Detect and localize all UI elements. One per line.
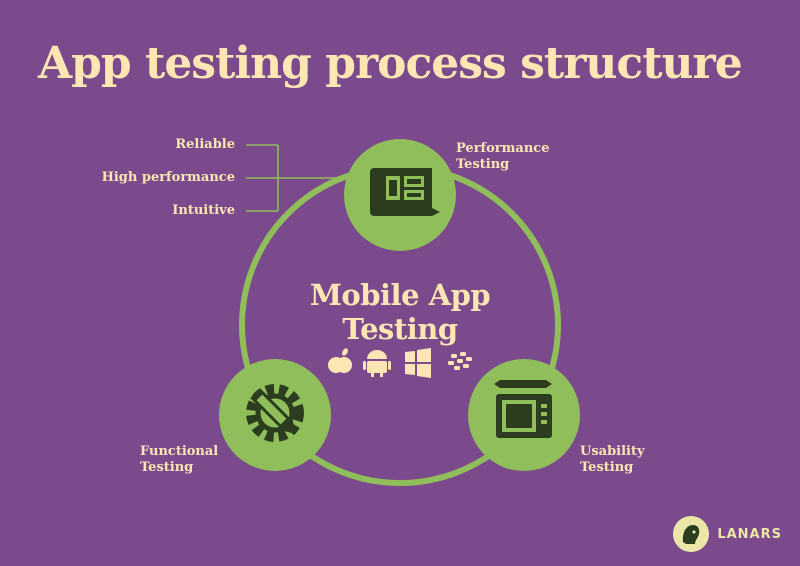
android-icon [363,350,391,377]
performance-label-line1: Performance [456,141,550,156]
tablet-icon [494,380,552,438]
apple-icon [328,348,352,373]
center-title-line1: Mobile App [309,278,491,312]
usability-label-line2: Testing [580,460,634,475]
quality-reliable: Reliable [175,137,235,152]
functional-node [219,359,331,471]
performance-node [344,139,456,251]
brand-name: LANARS [717,526,782,542]
functional-label: Functional Testing [140,444,218,476]
gear-pencil-icon [246,384,304,442]
blueprint-icon [370,168,440,216]
functional-label-line1: Functional [140,444,219,459]
quality-bracket [246,144,345,212]
performance-label: Performance Testing [456,141,549,173]
quality-intuitive: Intuitive [172,203,235,218]
brand: LANARS [673,516,782,552]
usability-label-line1: Usability [580,444,645,459]
usability-node [468,359,580,471]
page-title: App testing process structure [38,38,743,89]
center-title: Mobile App Testing [290,278,510,346]
usability-label: Usability Testing [580,444,645,476]
functional-label-line2: Testing [140,460,194,475]
performance-label-line2: Testing [456,157,510,172]
lion-logo-icon [673,516,710,552]
windows-icon [405,348,431,378]
blackberry-icon [448,352,472,370]
quality-high-performance: High performance [101,170,235,185]
center-title-line2: Testing [342,312,458,346]
